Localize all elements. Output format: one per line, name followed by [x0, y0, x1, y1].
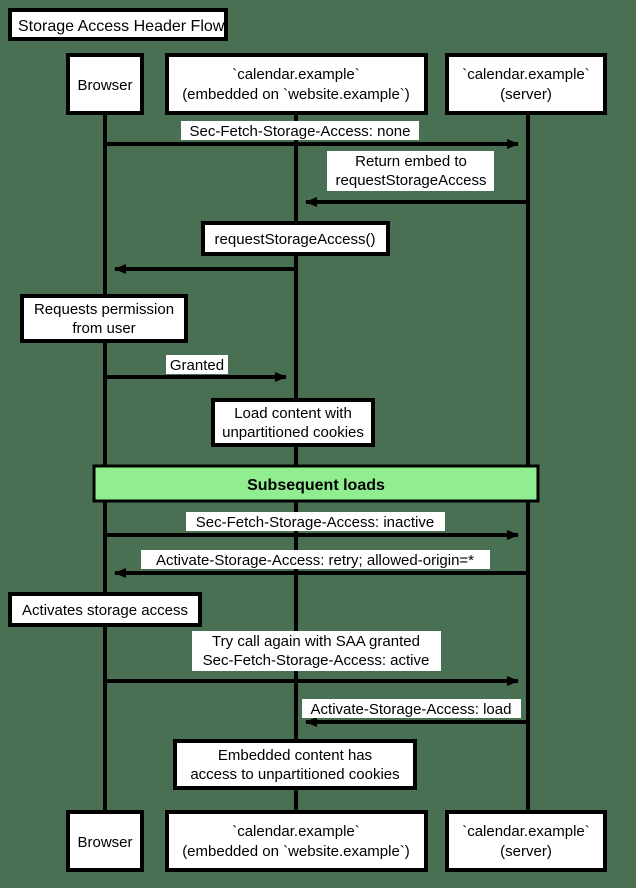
note-text: unpartitioned cookies [222, 424, 364, 441]
note-request-storage-access: requestStorageAccess() [201, 221, 390, 256]
message-label: Return embed to [355, 153, 467, 170]
divider-band [92, 464, 540, 503]
participant-browser-bottom[interactable]: Browser [66, 810, 144, 872]
participant-label: Browser [77, 77, 132, 94]
participant-label: Browser [77, 834, 132, 851]
participant-server-top[interactable]: `calendar.example` (server) [445, 53, 607, 115]
message-label: Granted [170, 357, 224, 374]
note-requests-permission: Requests permission from user [20, 294, 188, 343]
message-label: requestStorageAccess [336, 172, 487, 189]
participant-label: (server) [500, 843, 552, 860]
participant-label: `calendar.example` [462, 66, 590, 83]
participant-embed-bottom[interactable]: `calendar.example` (embedded on `website… [165, 810, 428, 872]
messages [105, 139, 528, 727]
page-title: Storage Access Header Flow [18, 18, 225, 35]
participant-label: (server) [500, 86, 552, 103]
participant-label: `calendar.example` [232, 823, 360, 840]
note-text: Activates storage access [22, 602, 188, 619]
note-text: Requests permission [34, 301, 174, 318]
diagram-title-box: Storage Access Header Flow [8, 8, 228, 41]
note-activates-storage-access: Activates storage access [8, 592, 202, 627]
note-text: Embedded content has [218, 747, 372, 764]
divider-subsequent-loads: Subsequent loads [92, 464, 540, 503]
note-embedded-content-access: Embedded content has access to unpartiti… [173, 739, 417, 790]
participant-label: `calendar.example` [232, 66, 360, 83]
note-load-content: Load content with unpartitioned cookies [211, 398, 375, 447]
participant-label: (embedded on `website.example`) [182, 843, 410, 860]
note-text: requestStorageAccess() [215, 231, 376, 248]
participant-embed-top[interactable]: `calendar.example` (embedded on `website… [165, 53, 428, 115]
participant-label: (embedded on `website.example`) [182, 86, 410, 103]
message-label: Sec-Fetch-Storage-Access: inactive [196, 514, 434, 531]
message-labels: Sec-Fetch-Storage-Access: none Return em… [141, 121, 521, 718]
participant-browser-top[interactable]: Browser [66, 53, 144, 115]
divider-label: Subsequent loads [247, 477, 385, 494]
participant-label: `calendar.example` [462, 823, 590, 840]
note-text: Load content with [234, 405, 352, 422]
note-text: from user [72, 320, 135, 337]
message-label: Sec-Fetch-Storage-Access: active [203, 652, 430, 669]
message-label: Activate-Storage-Access: load [311, 701, 512, 718]
message-label: Activate-Storage-Access: retry; allowed-… [156, 552, 474, 569]
message-label: Sec-Fetch-Storage-Access: none [190, 123, 411, 140]
note-text: access to unpartitioned cookies [190, 766, 399, 783]
message-label: Try call again with SAA granted [212, 633, 420, 650]
participant-server-bottom[interactable]: `calendar.example` (server) [445, 810, 607, 872]
